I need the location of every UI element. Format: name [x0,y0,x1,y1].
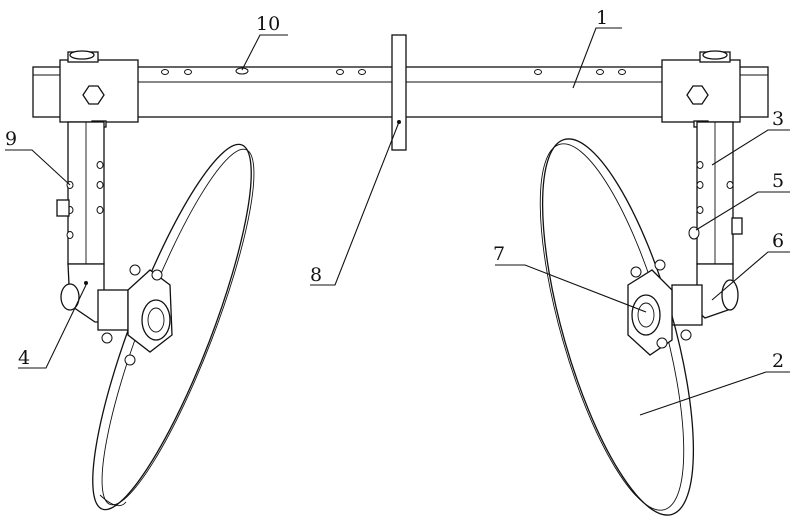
beam-holes [161,67,626,75]
label-7: 7 [493,243,505,265]
callout-2: 2 [639,350,790,416]
callout-1: 1 [572,7,622,89]
left-elbow-bracket [60,263,129,331]
right-disc-hub [627,259,692,356]
right-clamp-block [661,50,741,128]
label-8: 8 [310,264,322,286]
left-vertical-column [56,121,105,265]
label-4: 4 [18,347,30,369]
label-2: 2 [772,350,784,372]
label-3: 3 [772,108,784,130]
label-9: 9 [5,128,17,150]
label-5: 5 [772,170,784,192]
callout-3: 3 [711,108,790,166]
callout-5: 5 [695,170,790,231]
left-disc-hub [101,264,173,366]
callout-6: 6 [711,230,790,301]
callout-8: 8 [310,121,400,286]
callout-4: 4 [18,284,87,369]
label-6: 6 [772,230,784,252]
left-clamp-block [59,50,139,128]
callout-7: 7 [493,243,647,313]
mount-plate [391,34,407,151]
label-10: 10 [256,13,280,35]
right-bearing-seat [671,263,739,326]
callout-10: 10 [241,13,288,71]
right-vertical-column [688,121,743,265]
callout-9: 9 [5,128,71,186]
label-1: 1 [596,7,608,29]
